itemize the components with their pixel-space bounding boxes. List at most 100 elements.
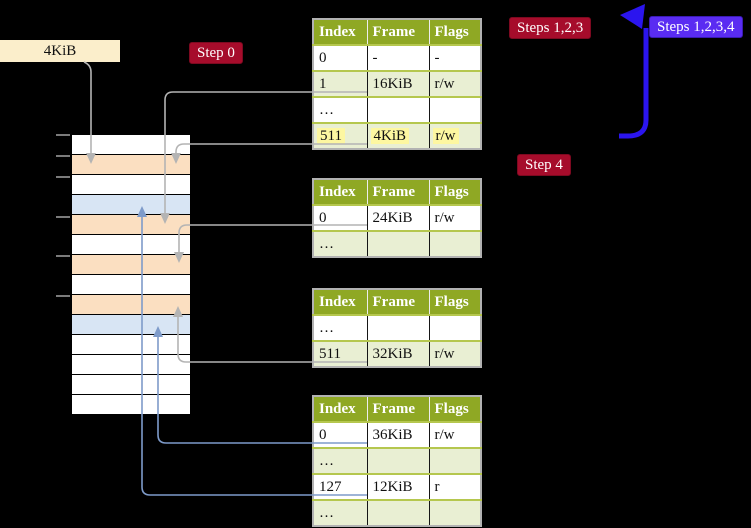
frame-address-label-text: 4KiB — [43, 42, 77, 59]
cell-text: r/w — [434, 426, 455, 443]
cell-text: 36KiB — [372, 426, 413, 443]
memory-frame-plain — [72, 274, 190, 294]
table-row: 127 12KiB r — [313, 473, 481, 500]
memory-frame-plain — [72, 234, 190, 254]
badge-steps-1-2-3: Steps 1,2,3 — [509, 17, 592, 39]
table-cell: 16KiB — [366, 70, 429, 97]
table-cell — [366, 96, 429, 123]
recursive-loop-arrow — [619, 28, 649, 139]
table-header-cell: Flags — [428, 289, 481, 315]
cell-text: 127 — [319, 478, 342, 495]
memory-frame-mapped — [72, 314, 190, 334]
table-header-cell: Flags — [428, 396, 481, 422]
table-cell — [428, 96, 481, 123]
arrowhead-up-left-icon — [620, 4, 645, 29]
table-cell: r — [428, 473, 481, 500]
table-cell: r/w — [428, 340, 481, 367]
frame-address-label: 4KiB — [0, 40, 120, 62]
memory-frame-plain — [72, 135, 190, 154]
badge-step-4: Step 4 — [517, 154, 571, 176]
memory-frame-mapped — [72, 194, 190, 214]
table-cell: - — [366, 44, 429, 71]
table-cell: 511 — [313, 122, 367, 149]
cell-text: 0 — [319, 49, 327, 66]
table-cell: 511 — [313, 340, 367, 367]
memory-frame-plain — [72, 174, 190, 194]
table-cell: 12KiB — [366, 473, 429, 500]
table-cell: 1 — [313, 70, 367, 97]
cell-text: r — [434, 478, 440, 495]
table-cell: 24KiB — [366, 204, 429, 231]
table-cell: - — [428, 44, 481, 71]
table-cell — [366, 499, 429, 526]
cell-text: 24KiB — [372, 209, 413, 226]
table-row: … — [313, 314, 481, 341]
cell-text: 511 — [319, 345, 341, 362]
table-cell: … — [313, 447, 367, 474]
cell-text: … — [319, 452, 334, 469]
memory-frame-plain — [72, 374, 190, 394]
cell-text: … — [319, 101, 334, 118]
table-cell: … — [313, 230, 367, 257]
cell-text: r/w — [434, 209, 455, 226]
highlighted-cell-text: r/w — [432, 127, 459, 144]
memory-frame-plain — [72, 394, 190, 414]
table-cell: … — [313, 96, 367, 123]
table-header-cell: Flags — [428, 19, 481, 45]
table-cell: r/w — [428, 70, 481, 97]
table-cell: 36KiB — [366, 421, 429, 448]
cell-text: r/w — [434, 75, 455, 92]
memory-frame-page-table — [72, 254, 190, 274]
cell-text: 1 — [319, 75, 327, 92]
memory-frame-page-table — [72, 154, 190, 174]
highlighted-cell-text: 4KiB — [370, 127, 410, 144]
memory-frame-page-table — [72, 294, 190, 314]
cell-text: … — [319, 504, 334, 521]
table-row: … — [313, 230, 481, 257]
cell-text: 12KiB — [372, 478, 413, 495]
table-cell: 0 — [313, 421, 367, 448]
memory-frame-plain — [72, 354, 190, 374]
table-cell: 4KiB — [366, 122, 429, 149]
memory-address-ticks — [56, 134, 70, 297]
cell-text: … — [319, 235, 334, 252]
table-header-cell: Index — [313, 289, 367, 315]
table-header-cell: Index — [313, 179, 367, 205]
badge-steps-1-2-3-4: Steps 1,2,3,4 — [649, 16, 743, 38]
table-cell: 0 — [313, 44, 367, 71]
cell-text: 16KiB — [372, 75, 413, 92]
table-header-cell: Frame — [366, 19, 429, 45]
memory-frame-page-table — [72, 214, 190, 234]
table-row: … — [313, 447, 481, 474]
table-cell: 0 — [313, 204, 367, 231]
table-row: 0 36KiB r/w — [313, 421, 481, 448]
table-cell — [428, 230, 481, 257]
table-row: 0 24KiB r/w — [313, 204, 481, 231]
table-row: … — [313, 96, 481, 123]
table-header-cell: Index — [313, 19, 367, 45]
table-header-cell: Frame — [366, 289, 429, 315]
table-row: … — [313, 499, 481, 526]
table-cell: 32KiB — [366, 340, 429, 367]
table-cell — [366, 230, 429, 257]
physical-memory-column — [71, 134, 191, 415]
table-row: 1 16KiB r/w — [313, 70, 481, 97]
table-cell: r/w — [428, 421, 481, 448]
table-cell: 127 — [313, 473, 367, 500]
table-header-cell: Flags — [428, 179, 481, 205]
table-cell — [428, 447, 481, 474]
table-cell — [366, 314, 429, 341]
table-cell: r/w — [428, 122, 481, 149]
cell-text: … — [319, 319, 334, 336]
